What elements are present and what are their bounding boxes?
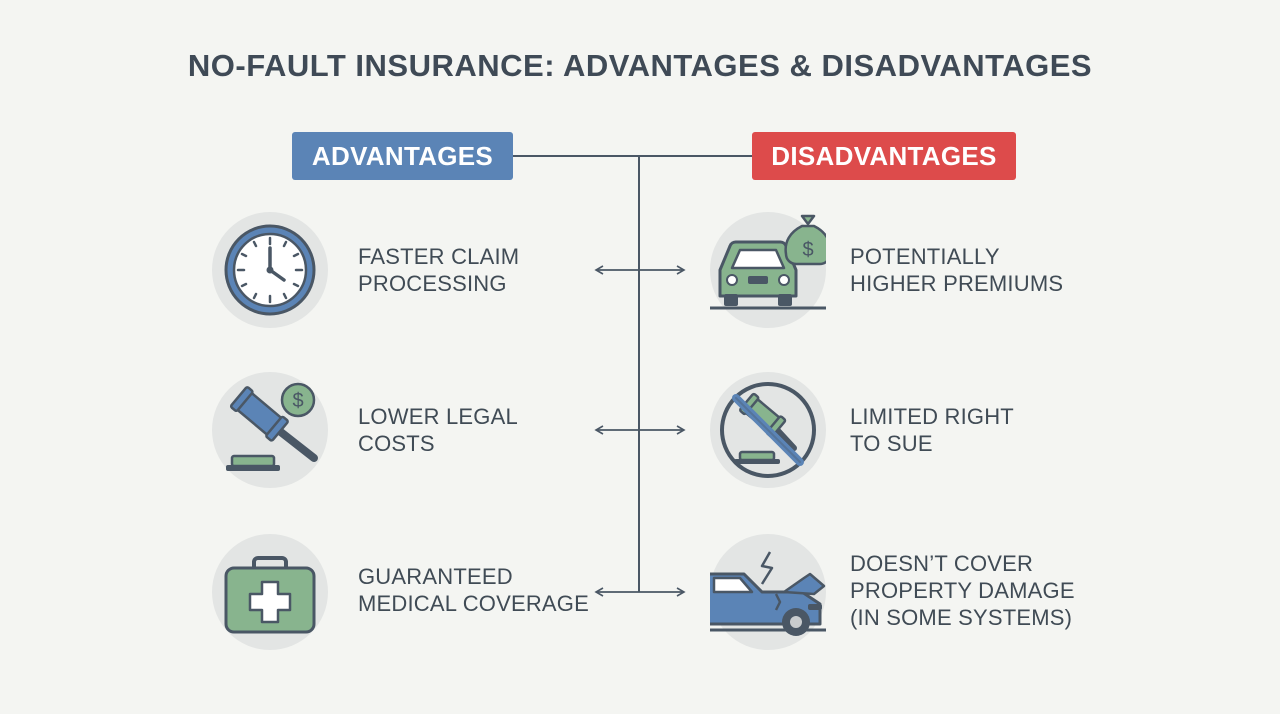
disadvantage-item-2-line-1: LIMITED RIGHT [850, 404, 1014, 429]
disadvantage-item-3-line-1: DOESN’T COVER [850, 551, 1034, 576]
svg-text:$: $ [292, 390, 303, 412]
advantage-item-3: GUARANTEED MEDICAL COVERAGE [358, 563, 589, 617]
clock-icon [212, 212, 328, 328]
advantage-item-1: FASTER CLAIM PROCESSING [358, 243, 519, 297]
medical-kit-icon [212, 534, 328, 650]
no-gavel-icon [710, 372, 826, 488]
advantages-header: ADVANTAGES [292, 132, 513, 180]
disadvantage-item-3: DOESN’T COVER PROPERTY DAMAGE (IN SOME S… [850, 550, 1075, 631]
advantage-item-3-line-2: MEDICAL COVERAGE [358, 591, 589, 616]
advantage-item-2-line-2: COSTS [358, 431, 435, 456]
advantage-item-2: LOWER LEGAL COSTS [358, 403, 518, 457]
advantage-item-1-line-1: FASTER CLAIM [358, 244, 520, 269]
disadvantage-item-2: LIMITED RIGHT TO SUE [850, 403, 1014, 457]
car-money-bag-icon: $ [710, 212, 826, 328]
advantage-item-3-line-1: GUARANTEED [358, 564, 513, 589]
gavel-coin-icon: $ [212, 372, 328, 488]
disadvantage-item-3-line-2: PROPERTY DAMAGE [850, 578, 1075, 603]
disadvantage-item-1-line-1: POTENTIALLY [850, 244, 1000, 269]
disadvantages-header: DISADVANTAGES [752, 132, 1016, 180]
advantage-item-2-line-1: LOWER LEGAL [358, 404, 518, 429]
damaged-car-icon [710, 534, 826, 650]
advantage-item-1-line-2: PROCESSING [358, 271, 507, 296]
disadvantage-item-2-line-2: TO SUE [850, 431, 933, 456]
disadvantage-item-1: POTENTIALLY HIGHER PREMIUMS [850, 243, 1063, 297]
page-title: NO-FAULT INSURANCE: ADVANTAGES & DISADVA… [187, 48, 1093, 83]
svg-text:$: $ [802, 239, 813, 261]
disadvantage-item-3-line-3: (IN SOME SYSTEMS) [850, 605, 1073, 630]
disadvantage-item-1-line-2: HIGHER PREMIUMS [850, 271, 1064, 296]
